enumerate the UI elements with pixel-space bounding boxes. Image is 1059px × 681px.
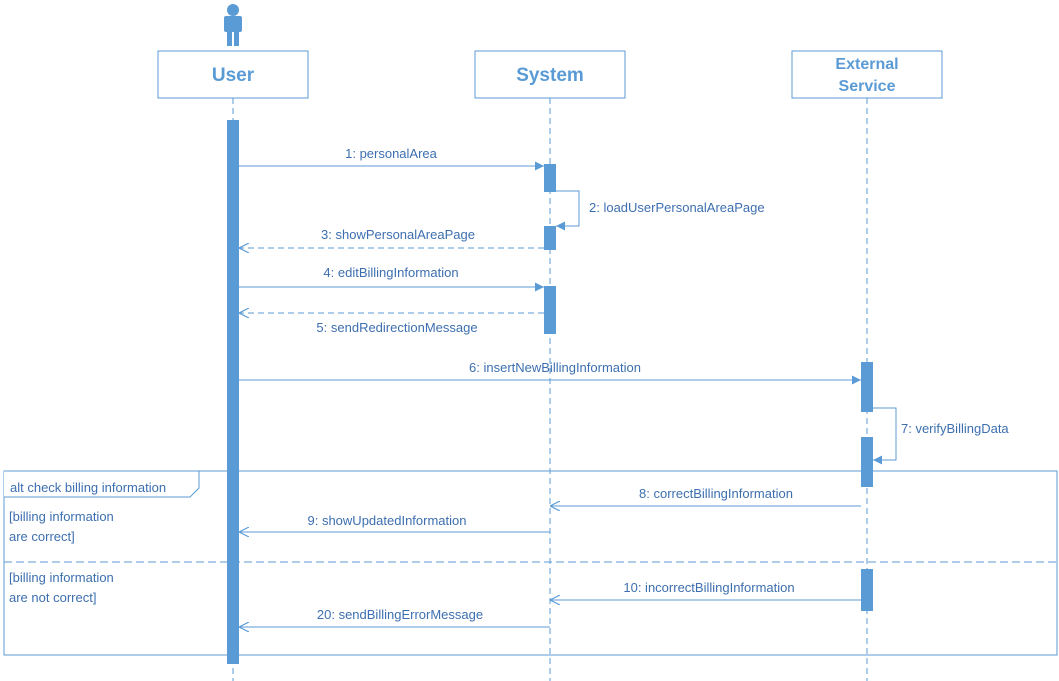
system-lifeline-label: System [516, 65, 584, 86]
message-2-arrow [556, 190, 580, 231]
message-1-label: 1: personalArea [345, 146, 438, 161]
user-lifeline-box [157, 50, 309, 99]
external-activation-3 [861, 569, 873, 611]
message-9-label: 9: showUpdatedInformation [308, 513, 467, 528]
external-service-label-line1: External [835, 56, 898, 73]
guard-correct-line1: [billing information [9, 509, 114, 524]
message-6-label: 6: insertNewBillingInformation [469, 360, 641, 375]
message-20-label: 20: sendBillingErrorMessage [317, 607, 483, 622]
external-service-label-line2: Service [839, 78, 896, 95]
message-8-label: 8: correctBillingInformation [639, 486, 793, 501]
user-activation-bar [227, 120, 239, 664]
guard-incorrect-line1: [billing information [9, 570, 114, 585]
guard-incorrect-line2: are not correct] [9, 590, 96, 605]
user-lifeline-label: User [212, 65, 255, 86]
alt-fragment-title: alt check billing information [10, 480, 166, 495]
message-7-label: 7: verifyBillingData [901, 421, 1009, 436]
message-5-label: 5: sendRedirectionMessage [316, 320, 477, 335]
message-2-label: 2: loadUserPersonalAreaPage [589, 200, 765, 215]
message-7-arrow [873, 407, 897, 465]
guard-correct-line2: are correct] [9, 529, 75, 544]
message-4-label: 4: editBillingInformation [323, 265, 458, 280]
alt-fragment-tab [4, 470, 200, 498]
external-activation-1 [861, 362, 873, 412]
alt-fragment [3, 470, 1058, 656]
message-3-label: 3: showPersonalAreaPage [321, 227, 475, 242]
person-icon [224, 4, 242, 46]
external-activation-2 [861, 437, 873, 487]
system-activation-3 [544, 286, 556, 334]
message-10-label: 10: incorrectBillingInformation [623, 580, 794, 595]
system-activation-2 [544, 226, 556, 250]
system-activation-1 [544, 164, 556, 192]
system-lifeline-box [474, 50, 626, 99]
external-service-lifeline-box [791, 50, 943, 99]
